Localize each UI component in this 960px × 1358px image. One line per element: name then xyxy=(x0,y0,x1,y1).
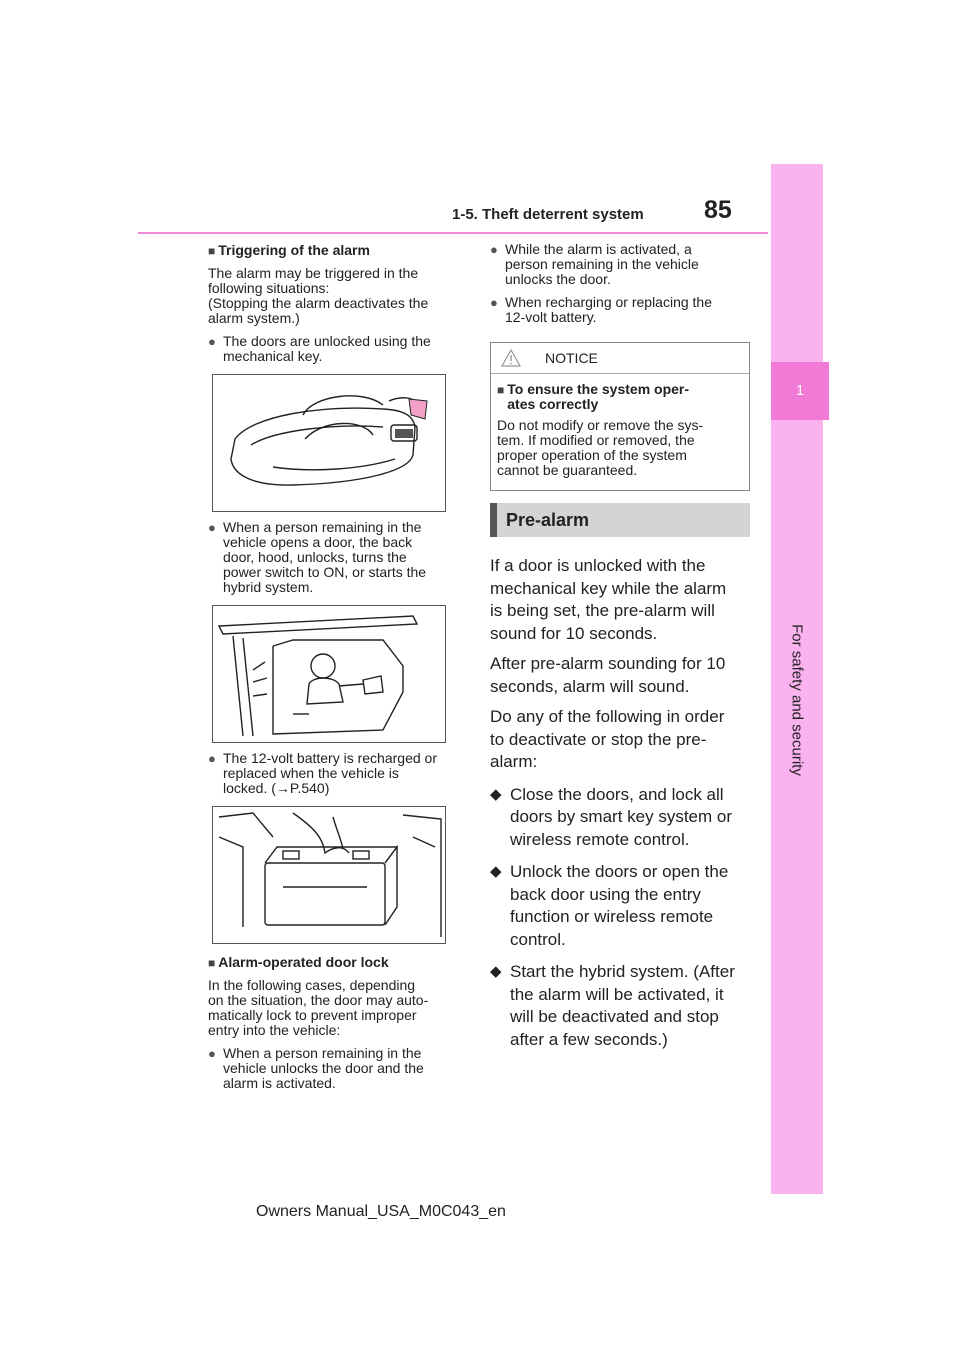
chapter-side-tab xyxy=(771,164,823,1194)
circle-bullet-icon: ● xyxy=(490,242,498,257)
battery-replacement-illustration xyxy=(212,806,446,944)
list-item: ● While the alarm is activated, a person… xyxy=(490,241,699,287)
triggering-heading: ■Triggering of the alarm xyxy=(208,242,370,258)
list-item: ◆ Unlock the doors or open the back door… xyxy=(490,861,752,951)
footer-document-id: Owners Manual_USA_M0C043_en xyxy=(256,1203,506,1220)
header-section-title: 1-5. Theft deterrent system xyxy=(452,206,644,223)
list-item: ● When a person remaining in the vehicle… xyxy=(208,1045,424,1091)
square-bullet-icon: ■ xyxy=(497,383,505,397)
door-lock-intro: In the following cases, depending on the… xyxy=(208,977,429,1038)
notice-body: Do not modify or remove the sys- tem. If… xyxy=(497,417,704,478)
list-item: ◆ Close the doors, and lock all doors by… xyxy=(490,784,752,852)
header-rule xyxy=(138,232,768,234)
diamond-bullet-icon: ◆ xyxy=(490,863,502,880)
left-column: ■Triggering of the alarm The alarm may b… xyxy=(208,242,468,1091)
chapter-title-vertical: For safety and security xyxy=(788,624,806,776)
pre-alarm-paragraph: If a door is unlocked with the mechanica… xyxy=(490,556,727,643)
right-column: ● While the alarm is activated, a person… xyxy=(490,242,752,1051)
list-item: ● When recharging or replacing the 12-vo… xyxy=(490,294,713,325)
warning-triangle-icon xyxy=(501,348,521,367)
notice-label: NOTICE xyxy=(545,350,598,366)
circle-bullet-icon: ● xyxy=(208,520,216,535)
diamond-bullet-icon: ◆ xyxy=(490,785,502,803)
chapter-number-box: 1 xyxy=(771,362,829,420)
diamond-bullet-icon: ◆ xyxy=(490,963,502,980)
notice-header: NOTICE xyxy=(491,343,749,374)
list-item: ● The 12-volt battery is recharged or re… xyxy=(208,750,437,796)
list-item: ◆ Start the hybrid system. (After the al… xyxy=(490,961,752,1051)
list-item: ● When a person remaining in the vehicle… xyxy=(208,519,427,595)
person-opening-door-illustration xyxy=(212,605,446,743)
page-number: 85 xyxy=(704,196,732,224)
triggering-intro: The alarm may be triggered in the follow… xyxy=(208,265,429,326)
pre-alarm-section-title: Pre-alarm xyxy=(490,503,750,537)
pre-alarm-paragraph: After pre-alarm sounding for 10 seconds,… xyxy=(490,654,726,696)
square-bullet-icon: ■ xyxy=(208,244,216,258)
circle-bullet-icon: ● xyxy=(208,1046,216,1061)
door-lock-heading: ■Alarm-operated door lock xyxy=(208,954,389,970)
circle-bullet-icon: ● xyxy=(208,751,216,766)
square-bullet-icon: ■ xyxy=(208,956,216,970)
door-handle-mechanical-key-illustration xyxy=(212,374,446,512)
notice-box: NOTICE ■ To ensure the system oper-ates … xyxy=(490,342,750,491)
notice-subheading: ■ To ensure the system oper-ates correct… xyxy=(497,381,690,412)
pre-alarm-paragraph: Do any of the following in order to deac… xyxy=(490,707,725,771)
circle-bullet-icon: ● xyxy=(208,334,216,349)
circle-bullet-icon: ● xyxy=(490,295,498,310)
